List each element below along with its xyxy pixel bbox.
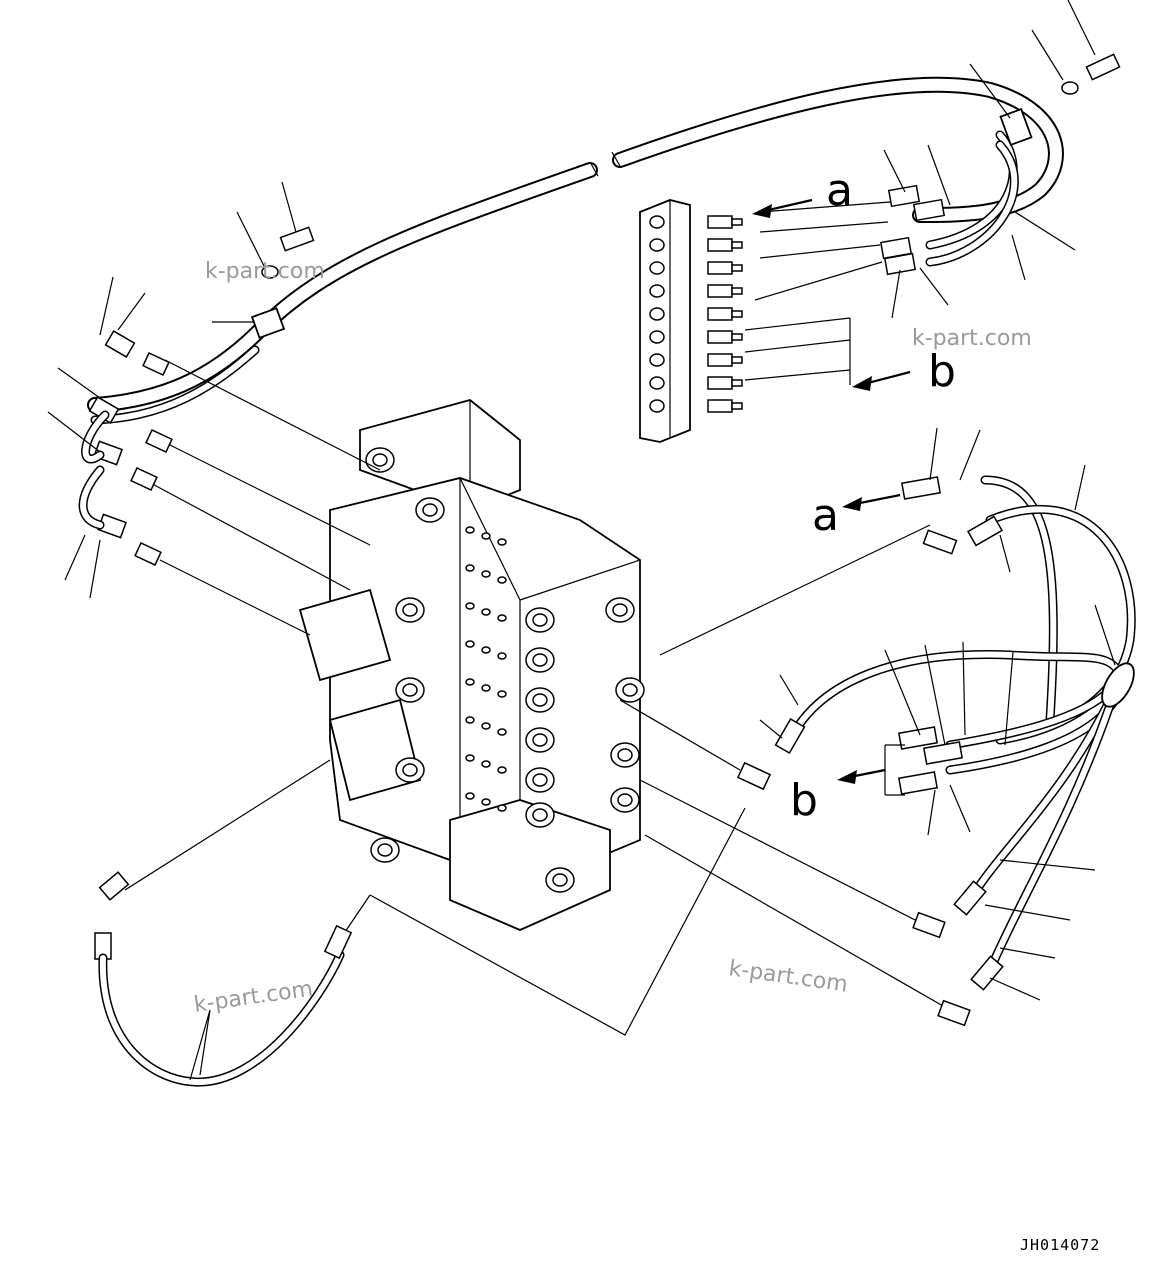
valve-hole xyxy=(465,792,475,800)
manifold-nipple xyxy=(731,287,743,295)
valve-hole xyxy=(465,526,475,534)
valve-hole xyxy=(481,608,491,616)
left-fittings xyxy=(130,352,173,566)
leader-lines-top xyxy=(47,0,1096,599)
manifold-fitting xyxy=(707,353,733,367)
manifold-nipple xyxy=(731,333,743,341)
valve-hole xyxy=(465,564,475,572)
valve-hole xyxy=(481,722,491,730)
valve-hole xyxy=(481,684,491,692)
valve-spool-center xyxy=(532,693,548,707)
manifold-fitting xyxy=(707,215,733,229)
arrow-b-right: b xyxy=(790,744,905,826)
label-a-right: a xyxy=(812,490,839,541)
manifold-nipple xyxy=(731,241,743,249)
arrow-a-right: a xyxy=(812,490,901,541)
manifold-leaders xyxy=(744,201,891,385)
valve-hole xyxy=(497,614,507,622)
watermark-1: k-part.com xyxy=(205,259,325,284)
leader-lines-right xyxy=(759,427,1116,1001)
label-a-top: a xyxy=(826,165,853,216)
valve-spool-center xyxy=(622,683,638,697)
manifold-fitting xyxy=(707,307,733,321)
manifold-nipple xyxy=(731,379,743,387)
manifold-port xyxy=(649,376,665,390)
valve-hole xyxy=(497,804,507,812)
valve-spool-center xyxy=(402,683,418,697)
manifold-fitting xyxy=(707,238,733,252)
valve-hole xyxy=(465,640,475,648)
valve-spool-center xyxy=(422,503,438,517)
valve-hole xyxy=(465,602,475,610)
valve-spool-center xyxy=(552,873,568,887)
valve-hole xyxy=(497,576,507,584)
valve-spool-center xyxy=(402,603,418,617)
manifold-port xyxy=(649,353,665,367)
label-b-top: b xyxy=(928,346,956,397)
valve-spool-center xyxy=(532,613,548,627)
valve-spool-center xyxy=(532,808,548,822)
valve-spool-center xyxy=(532,653,548,667)
top-hose-assembly xyxy=(78,53,1121,539)
valve-hole xyxy=(497,538,507,546)
right-hose-bundle xyxy=(736,475,1136,1027)
valve-hole xyxy=(465,716,475,724)
arrow-b-top: b xyxy=(852,346,956,397)
manifold-nipple xyxy=(731,402,743,410)
manifold-port xyxy=(649,284,665,298)
valve-hole xyxy=(497,652,507,660)
manifold-nipple xyxy=(731,356,743,364)
manifold-nipple xyxy=(731,264,743,272)
valve-hole xyxy=(465,678,475,686)
manifold-nipple xyxy=(731,218,743,226)
manifold-nipple xyxy=(731,310,743,318)
arrow-a-top: a xyxy=(752,165,853,218)
valve-hole xyxy=(481,570,491,578)
control-valve xyxy=(298,399,645,931)
manifold-fitting xyxy=(707,376,733,390)
manifold-port xyxy=(649,261,665,275)
manifold-port xyxy=(649,330,665,344)
watermark-2: k-part.com xyxy=(912,326,1032,351)
manifold-fitting xyxy=(707,330,733,344)
label-b-right: b xyxy=(790,775,818,826)
valve-spool-center xyxy=(377,843,393,857)
lower-left-hose xyxy=(94,871,353,1087)
valve-spool-center xyxy=(402,763,418,777)
manifold-fitting xyxy=(707,284,733,298)
valve-hole xyxy=(497,766,507,774)
manifold-block xyxy=(639,199,743,443)
valve-spool-center xyxy=(617,748,633,762)
valve-connector-lines xyxy=(124,359,951,1036)
manifold-port xyxy=(649,215,665,229)
valve-spool-center xyxy=(532,733,548,747)
valve-spool-center xyxy=(612,603,628,617)
manifold-port xyxy=(649,238,665,252)
valve-spool-center xyxy=(372,453,388,467)
valve-hole xyxy=(481,760,491,768)
valve-hole xyxy=(481,798,491,806)
valve-hole xyxy=(481,646,491,654)
drawing-code: JH014072 xyxy=(1020,1236,1100,1254)
manifold-fitting xyxy=(707,261,733,275)
valve-hole xyxy=(465,754,475,762)
valve-hole xyxy=(497,690,507,698)
valve-spool-center xyxy=(532,773,548,787)
manifold-port xyxy=(649,399,665,413)
manifold-fitting xyxy=(707,399,733,413)
valve-spool-center xyxy=(617,793,633,807)
manifold-port xyxy=(649,307,665,321)
watermark-4: k-part.com xyxy=(727,956,849,997)
valve-hole xyxy=(497,728,507,736)
valve-hole xyxy=(481,532,491,540)
watermark-3: k-part.com xyxy=(192,977,314,1018)
